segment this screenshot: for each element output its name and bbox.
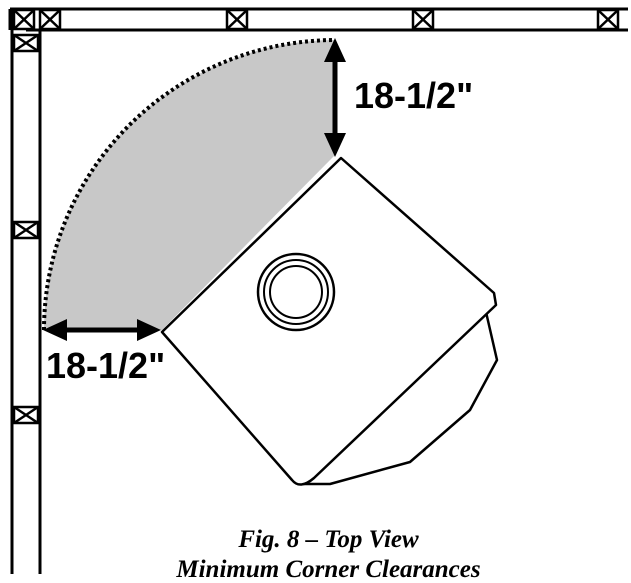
top-clearance-arrow — [324, 38, 346, 157]
wall-stud-top-1 — [12, 8, 36, 31]
wall-stud-left-2 — [12, 220, 40, 240]
clearance-zone — [44, 40, 335, 330]
top-clearance-label: 18-1/2" — [354, 75, 474, 116]
clearance-arc — [42, 38, 336, 331]
figure-caption: Fig. 8 – Top View — [238, 526, 419, 553]
flue-collar — [256, 252, 336, 332]
wall-stud-top-4 — [411, 8, 435, 31]
figure-subtitle: Minimum Corner Clearances — [176, 556, 481, 583]
side-clearance-arrow — [43, 319, 161, 341]
wall-stud-left-3 — [12, 405, 40, 425]
top-wall — [8, 7, 628, 32]
wall-stud-left-1 — [12, 33, 40, 53]
stove-body — [160, 156, 499, 486]
left-wall — [10, 9, 42, 574]
wall-stud-top-3 — [225, 8, 249, 31]
side-clearance-label: 18-1/2" — [46, 345, 166, 386]
wall-stud-top-5 — [596, 8, 620, 31]
wall-stud-top-2 — [38, 8, 62, 31]
